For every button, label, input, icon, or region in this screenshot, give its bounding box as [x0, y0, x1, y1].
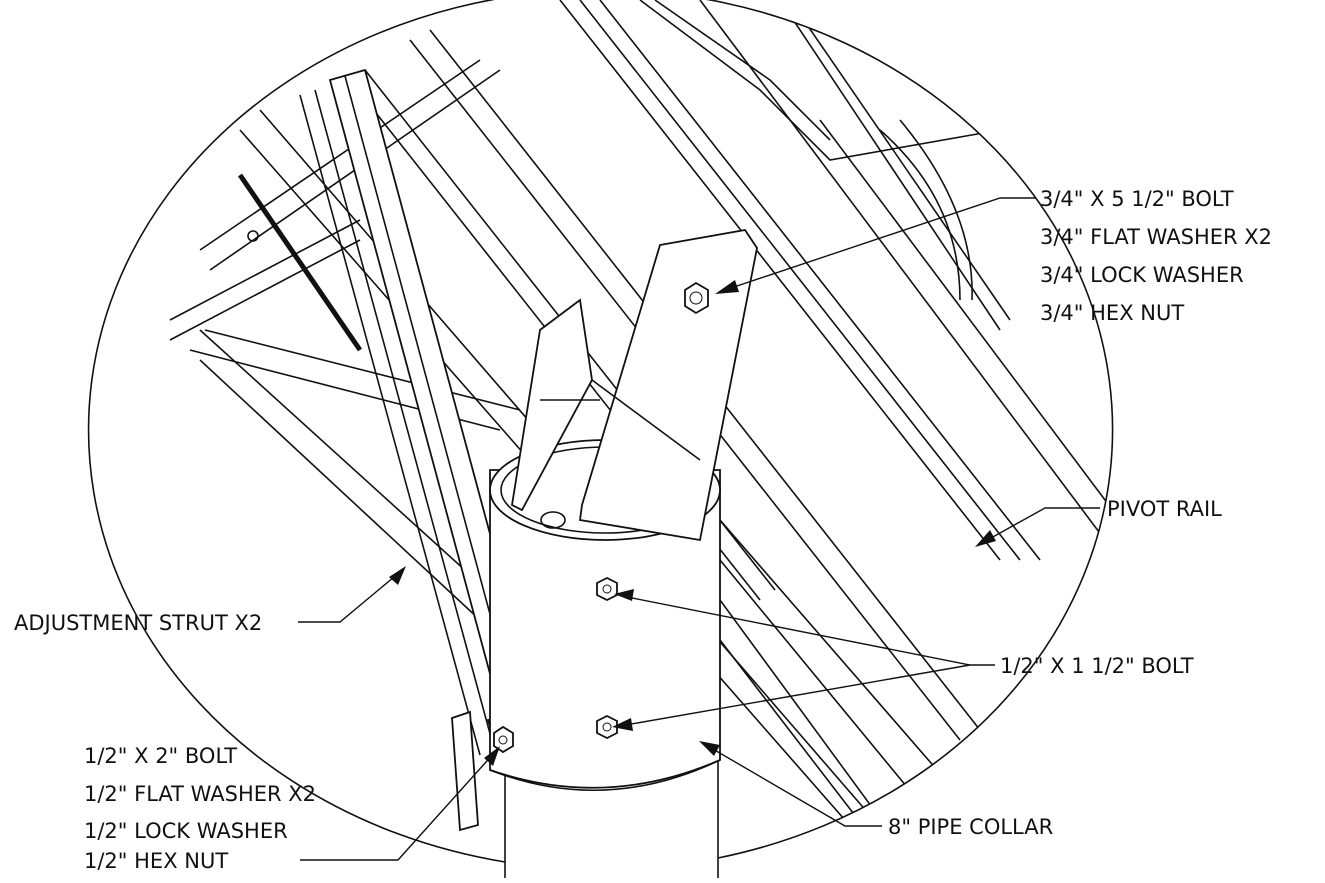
bracket-bolt — [684, 281, 709, 315]
callout-bolt-strut: 1/2" X 2" BOLT 1/2" FLAT WASHER X2 1/2" … — [84, 744, 316, 873]
callout-bolt-top: 3/4" X 5 1/2" BOLT 3/4" FLAT WASHER X2 3… — [1040, 187, 1272, 325]
callout-bolt-top-line-4: 3/4" HEX NUT — [1040, 301, 1184, 325]
callout-collar-bolt: 1/2" X 1 1/2" BOLT — [1000, 654, 1194, 678]
callout-bolt-top-line-2: 3/4" FLAT WASHER X2 — [1040, 225, 1272, 249]
leaders — [298, 197, 1100, 861]
callout-bolt-strut-line-4: 1/2" HEX NUT — [84, 849, 228, 873]
collar-bolt-lower — [596, 714, 618, 740]
callout-adjustment-strut: ADJUSTMENT STRUT X2 — [14, 611, 262, 635]
collar-bolt-upper — [596, 576, 618, 602]
callout-pivot-rail: PIVOT RAIL — [1107, 497, 1222, 521]
callout-pipe-collar: 8" PIPE COLLAR — [888, 815, 1053, 839]
callout-bolt-strut-line-2: 1/2" FLAT WASHER X2 — [84, 782, 316, 806]
strut-bolt — [493, 725, 514, 754]
callout-bolt-strut-line-3: 1/2" LOCK WASHER — [84, 819, 288, 843]
detail-circle-outline — [87, 0, 1114, 863]
callout-bolt-strut-line-1: 1/2" X 2" BOLT — [84, 744, 237, 768]
callout-bolt-top-line-3: 3/4" LOCK WASHER — [1040, 263, 1244, 287]
callout-bolt-top-line-1: 3/4" X 5 1/2" BOLT — [1040, 187, 1234, 211]
pivot-bracket — [511, 229, 758, 542]
